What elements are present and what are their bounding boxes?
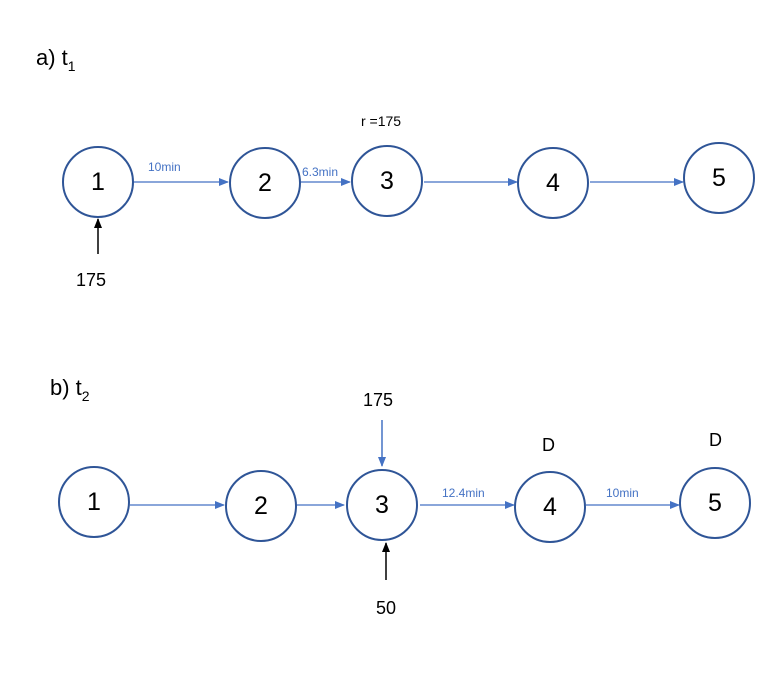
- input-value-a-1: 175: [76, 270, 106, 290]
- node-b-1: 1: [58, 466, 130, 538]
- node-a-4-label: 4: [546, 169, 560, 197]
- node-a-3-label: 3: [380, 167, 394, 195]
- node-b-4-annotation: D: [542, 435, 555, 455]
- node-a-3-annotation: r =175: [361, 113, 401, 129]
- edge-b-3-4-label: 12.4min: [442, 486, 485, 500]
- node-a-3: 3: [351, 145, 423, 217]
- node-b-5-label: 5: [708, 489, 722, 517]
- panel-b-title: b) t2: [50, 375, 90, 404]
- node-a-2: 2: [229, 147, 301, 219]
- node-a-2-label: 2: [258, 169, 272, 197]
- panel-a: a) t1 10min 6.3min 1 2 3 4 5 r =17: [36, 45, 755, 290]
- node-a-1-label: 1: [91, 168, 105, 196]
- node-b-4: 4: [514, 471, 586, 543]
- node-b-2: 2: [225, 470, 297, 542]
- node-b-3: 3: [346, 469, 418, 541]
- panel-a-title: a) t1: [36, 45, 76, 74]
- node-a-5-label: 5: [712, 164, 726, 192]
- node-b-4-label: 4: [543, 493, 557, 521]
- node-b-5-annotation: D: [709, 430, 722, 450]
- node-b-2-label: 2: [254, 492, 268, 520]
- edge-a-2-3-label: 6.3min: [302, 165, 338, 179]
- edge-a-1-2-label: 10min: [148, 160, 181, 174]
- node-a-4: 4: [517, 147, 589, 219]
- input-value-b-3-top: 175: [363, 390, 393, 410]
- node-a-5: 5: [683, 142, 755, 214]
- input-value-b-3-bottom: 50: [376, 598, 396, 618]
- panel-b: b) t2 12.4min 10min 1 2 3 4 5 175: [50, 375, 751, 618]
- node-b-3-label: 3: [375, 491, 389, 519]
- node-a-1: 1: [62, 146, 134, 218]
- node-b-5: 5: [679, 467, 751, 539]
- node-b-1-label: 1: [87, 488, 101, 516]
- edge-b-4-5-label: 10min: [606, 486, 639, 500]
